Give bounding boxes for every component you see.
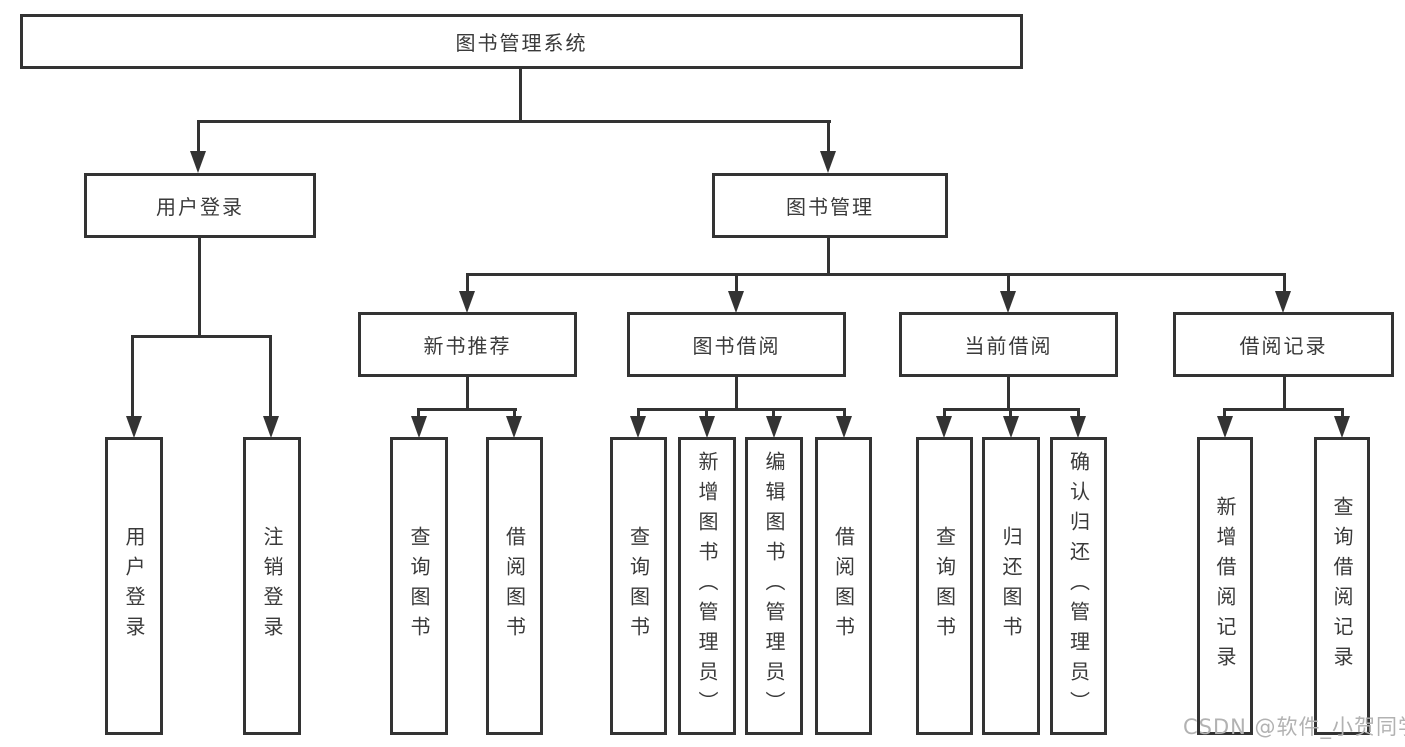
connector-drop-user-login <box>197 120 200 153</box>
leaf-logout-label: 注销登录 <box>260 526 284 646</box>
leaf-add-borrow-record: 新增借阅记录 <box>1197 437 1253 735</box>
connector-user-login-stem <box>198 238 201 338</box>
connector-drop-leaf <box>1077 408 1080 418</box>
connector-drop-leaf <box>843 408 846 418</box>
connector-new-book-bar <box>417 408 517 411</box>
leaf-borrow-borrow-books-label: 借阅图书 <box>831 526 856 646</box>
node-book-management-label: 图书管理 <box>786 195 874 219</box>
arrow-down-icon <box>1334 416 1350 438</box>
watermark-text: CSDN @软件_小贺同学 <box>1183 715 1405 739</box>
arrow-down-icon <box>699 416 715 438</box>
node-user-login-label: 用户登录 <box>156 195 244 219</box>
connector-drop-leaf <box>417 408 420 418</box>
leaf-edit-books-admin: 编辑图书（管理员） <box>745 437 803 735</box>
arrow-down-icon <box>1217 416 1233 438</box>
connector-drop-leaf <box>772 408 775 418</box>
connector-current-stem <box>1007 377 1010 411</box>
node-current-borrowing-label: 当前借阅 <box>964 334 1053 358</box>
connector-book-management-stem <box>827 238 830 276</box>
leaf-user-login-label: 用户登录 <box>122 526 146 646</box>
leaf-add-borrow-record-label: 新增借阅记录 <box>1213 496 1237 676</box>
leaf-return-books-label: 归还图书 <box>999 526 1023 646</box>
arrow-down-icon <box>836 416 852 438</box>
connector-drop-leaf <box>943 408 946 418</box>
connector-drop-leaf <box>1341 408 1344 418</box>
leaf-borrow-query-books-label: 查询图书 <box>626 526 651 646</box>
node-borrow-records-label: 借阅记录 <box>1239 334 1328 358</box>
arrow-down-icon <box>190 151 206 173</box>
arrow-down-icon <box>1070 416 1086 438</box>
node-book-borrowing-label: 图书借阅 <box>692 334 781 358</box>
leaf-borrow-query-books: 查询图书 <box>610 437 667 735</box>
arrow-down-icon <box>411 416 427 438</box>
arrow-down-icon <box>766 416 782 438</box>
node-user-login: 用户登录 <box>84 173 316 238</box>
connector-drop-leaf <box>1223 408 1226 418</box>
arrow-down-icon <box>126 416 142 438</box>
connector-level1-bar <box>197 120 831 123</box>
arrow-down-icon <box>728 291 744 313</box>
connector-borrow-stem <box>735 377 738 411</box>
arrow-down-icon <box>820 151 836 173</box>
arrow-down-icon <box>263 416 279 438</box>
leaf-query-borrow-record: 查询借阅记录 <box>1314 437 1370 735</box>
leaf-user-login: 用户登录 <box>105 437 163 735</box>
connector-drop-leaf <box>1009 408 1012 418</box>
leaf-confirm-return-admin-label: 确认归还（管理员） <box>1066 451 1091 721</box>
connector-drop-leaf <box>637 408 640 418</box>
arrow-down-icon <box>1003 416 1019 438</box>
connector-level2-bar <box>466 273 1286 276</box>
node-book-borrowing: 图书借阅 <box>627 312 846 377</box>
leaf-newbook-query-books: 查询图书 <box>390 437 448 735</box>
leaf-borrow-borrow-books: 借阅图书 <box>815 437 872 735</box>
node-borrow-records: 借阅记录 <box>1173 312 1394 377</box>
connector-records-stem <box>1283 377 1286 411</box>
connector-drop-book-management <box>827 120 830 153</box>
node-library-system: 图书管理系统 <box>20 14 1023 69</box>
leaf-newbook-borrow-books: 借阅图书 <box>486 437 543 735</box>
leaf-add-books-admin-label: 新增图书（管理员） <box>695 451 719 721</box>
leaf-logout: 注销登录 <box>243 437 301 735</box>
connector-borrow-bar <box>637 408 846 411</box>
arrow-down-icon <box>1275 291 1291 313</box>
connector-drop-borrow <box>735 273 738 295</box>
leaf-current-query-books-label: 查询图书 <box>932 526 957 646</box>
node-current-borrowing: 当前借阅 <box>899 312 1118 377</box>
node-new-book-recommend-label: 新书推荐 <box>423 334 512 358</box>
leaf-edit-books-admin-label: 编辑图书（管理员） <box>762 451 786 721</box>
connector-drop-new-book <box>466 273 469 295</box>
arrow-down-icon <box>630 416 646 438</box>
node-library-system-label: 图书管理系统 <box>455 31 588 55</box>
connector-drop-leaf <box>131 335 134 418</box>
connector-user-login-bar <box>131 335 272 338</box>
leaf-confirm-return-admin: 确认归还（管理员） <box>1050 437 1107 735</box>
arrow-down-icon <box>936 416 952 438</box>
connector-drop-leaf <box>269 335 272 418</box>
connector-drop-leaf <box>705 408 708 418</box>
leaf-query-borrow-record-label: 查询借阅记录 <box>1330 496 1354 676</box>
connector-drop-current <box>1007 273 1010 295</box>
connector-root-stem <box>519 69 522 122</box>
arrow-down-icon <box>1000 291 1016 313</box>
node-book-management: 图书管理 <box>712 173 948 238</box>
node-new-book-recommend: 新书推荐 <box>358 312 577 377</box>
leaf-newbook-borrow-books-label: 借阅图书 <box>502 526 527 646</box>
connector-drop-leaf <box>513 408 516 418</box>
leaf-return-books: 归还图书 <box>982 437 1040 735</box>
leaf-current-query-books: 查询图书 <box>916 437 973 735</box>
leaf-add-books-admin: 新增图书（管理员） <box>678 437 736 735</box>
connector-new-book-stem <box>466 377 469 411</box>
leaf-newbook-query-books-label: 查询图书 <box>407 526 431 646</box>
arrow-down-icon <box>459 291 475 313</box>
connector-records-bar <box>1223 408 1344 411</box>
connector-drop-records <box>1283 273 1286 295</box>
arrow-down-icon <box>506 416 522 438</box>
